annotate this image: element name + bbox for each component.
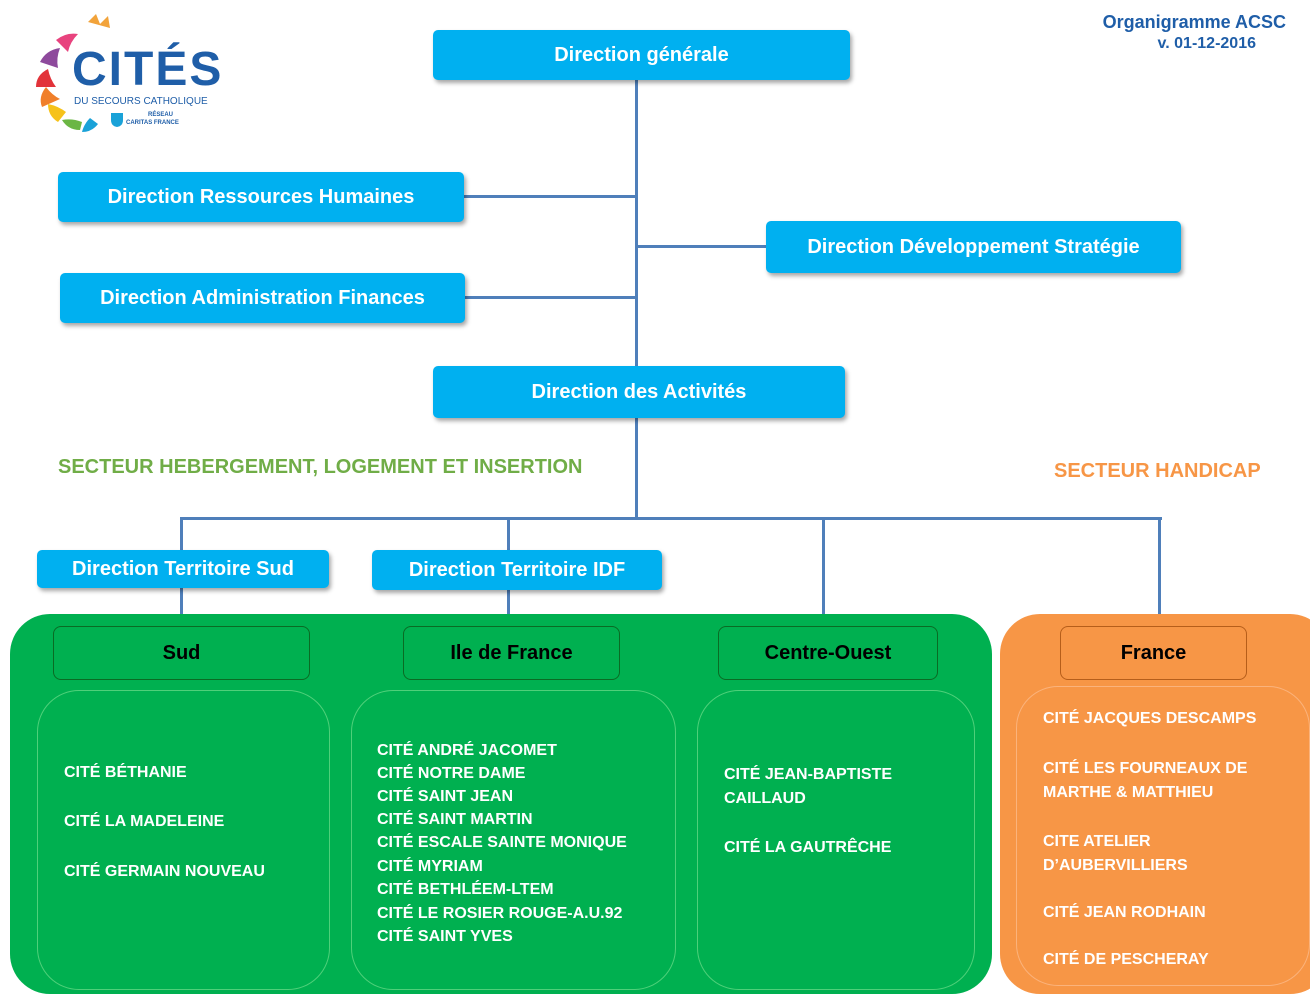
list-item[interactable]: CITÉ ANDRÉ JACOMET xyxy=(377,742,557,759)
list-item[interactable]: CITÉ LA MADELEINE xyxy=(64,813,225,830)
list-item[interactable]: CAILLAUD xyxy=(724,790,806,807)
region-header-centre-ouest[interactable]: Centre-Ouest xyxy=(718,626,938,680)
connector-daf xyxy=(464,296,637,299)
caritas-shield-icon xyxy=(111,113,123,127)
logo-petals-icon xyxy=(36,14,110,132)
list-item[interactable]: CITÉ JACQUES DESCAMPS xyxy=(1043,710,1257,727)
list-item[interactable]: CITÉ MYRIAM xyxy=(377,858,483,875)
list-item[interactable]: CITE ATELIER xyxy=(1043,833,1151,850)
logo-brand: CITÉS xyxy=(72,43,224,96)
trunk-line xyxy=(635,80,638,520)
region-header-france[interactable]: France xyxy=(1060,626,1247,680)
connector-idf-bottom xyxy=(507,588,510,616)
list-item[interactable]: CITÉ SAINT MARTIN xyxy=(377,811,533,828)
connector-drh xyxy=(464,195,637,198)
logo-network-line1: RÉSEAU xyxy=(148,112,174,118)
sector-handicap-label: SECTEUR HANDICAP xyxy=(1054,460,1261,482)
node-activites[interactable]: Direction des Activités xyxy=(433,366,845,418)
region-header-idf[interactable]: Ile de France xyxy=(403,626,620,680)
list-item[interactable]: CITÉ LES FOURNEAUX DE xyxy=(1043,760,1248,777)
panel-centre-ouest xyxy=(697,690,975,990)
list-item[interactable]: CITÉ SAINT YVES xyxy=(377,928,513,945)
panel-france xyxy=(1016,686,1310,986)
panel-idf xyxy=(351,690,676,990)
sector-hebergement-label: SECTEUR HEBERGEMENT, LOGEMENT ET INSERTI… xyxy=(58,456,583,478)
node-drh[interactable]: Direction Ressources Humaines xyxy=(58,172,464,222)
list-item[interactable]: D’AUBERVILLIERS xyxy=(1043,857,1188,874)
list-item[interactable]: CITÉ SAINT JEAN xyxy=(377,788,514,805)
list-item[interactable]: CITÉ DE PESCHERAY xyxy=(1043,951,1209,968)
list-item[interactable]: CITÉ BETHLÉEM-LTEM xyxy=(377,881,554,898)
connector-sud-top xyxy=(180,517,183,551)
logo-network-line2: CARITAS FRANCE xyxy=(126,120,179,126)
list-item[interactable]: CITÉ NOTRE DAME xyxy=(377,765,526,782)
doc-version: v. 01-12-2016 xyxy=(1157,35,1256,52)
node-daf[interactable]: Direction Administration Finances xyxy=(60,273,465,323)
node-direction-generale[interactable]: Direction générale xyxy=(433,30,850,80)
list-item[interactable]: MARTHE & MATTHIEU xyxy=(1043,784,1214,801)
horizontal-bus xyxy=(180,517,1162,520)
list-item[interactable]: CITÉ GERMAIN NOUVEAU xyxy=(64,863,265,880)
list-item[interactable]: CITÉ JEAN RODHAIN xyxy=(1043,904,1206,921)
region-header-sud[interactable]: Sud xyxy=(53,626,310,680)
list-item[interactable]: CITÉ ESCALE SAINTE MONIQUE xyxy=(377,834,627,851)
connector-centre-ouest xyxy=(822,517,825,617)
list-item[interactable]: CITÉ JEAN-BAPTISTE xyxy=(724,766,893,783)
node-territoire-sud[interactable]: Direction Territoire Sud xyxy=(37,550,329,588)
node-territoire-idf[interactable]: Direction Territoire IDF xyxy=(372,550,662,590)
node-dds[interactable]: Direction Développement Stratégie xyxy=(766,221,1181,273)
list-item[interactable]: CITÉ LA GAUTRÊCHE xyxy=(724,839,892,856)
list-item[interactable]: CITÉ BÉTHANIE xyxy=(64,764,187,781)
doc-title: Organigramme ACSC xyxy=(1102,12,1286,32)
logo-tagline: DU SECOURS CATHOLIQUE xyxy=(74,96,208,107)
list-item[interactable]: CITÉ LE ROSIER ROUGE-A.U.92 xyxy=(377,905,623,922)
panel-sud xyxy=(37,690,330,990)
connector-idf-top xyxy=(507,517,510,551)
logo: CITÉS DU SECOURS CATHOLIQUE RÉSEAU CARIT… xyxy=(28,12,238,142)
connector-dds xyxy=(635,245,768,248)
connector-sud-bottom xyxy=(180,588,183,616)
connector-france xyxy=(1158,517,1161,617)
